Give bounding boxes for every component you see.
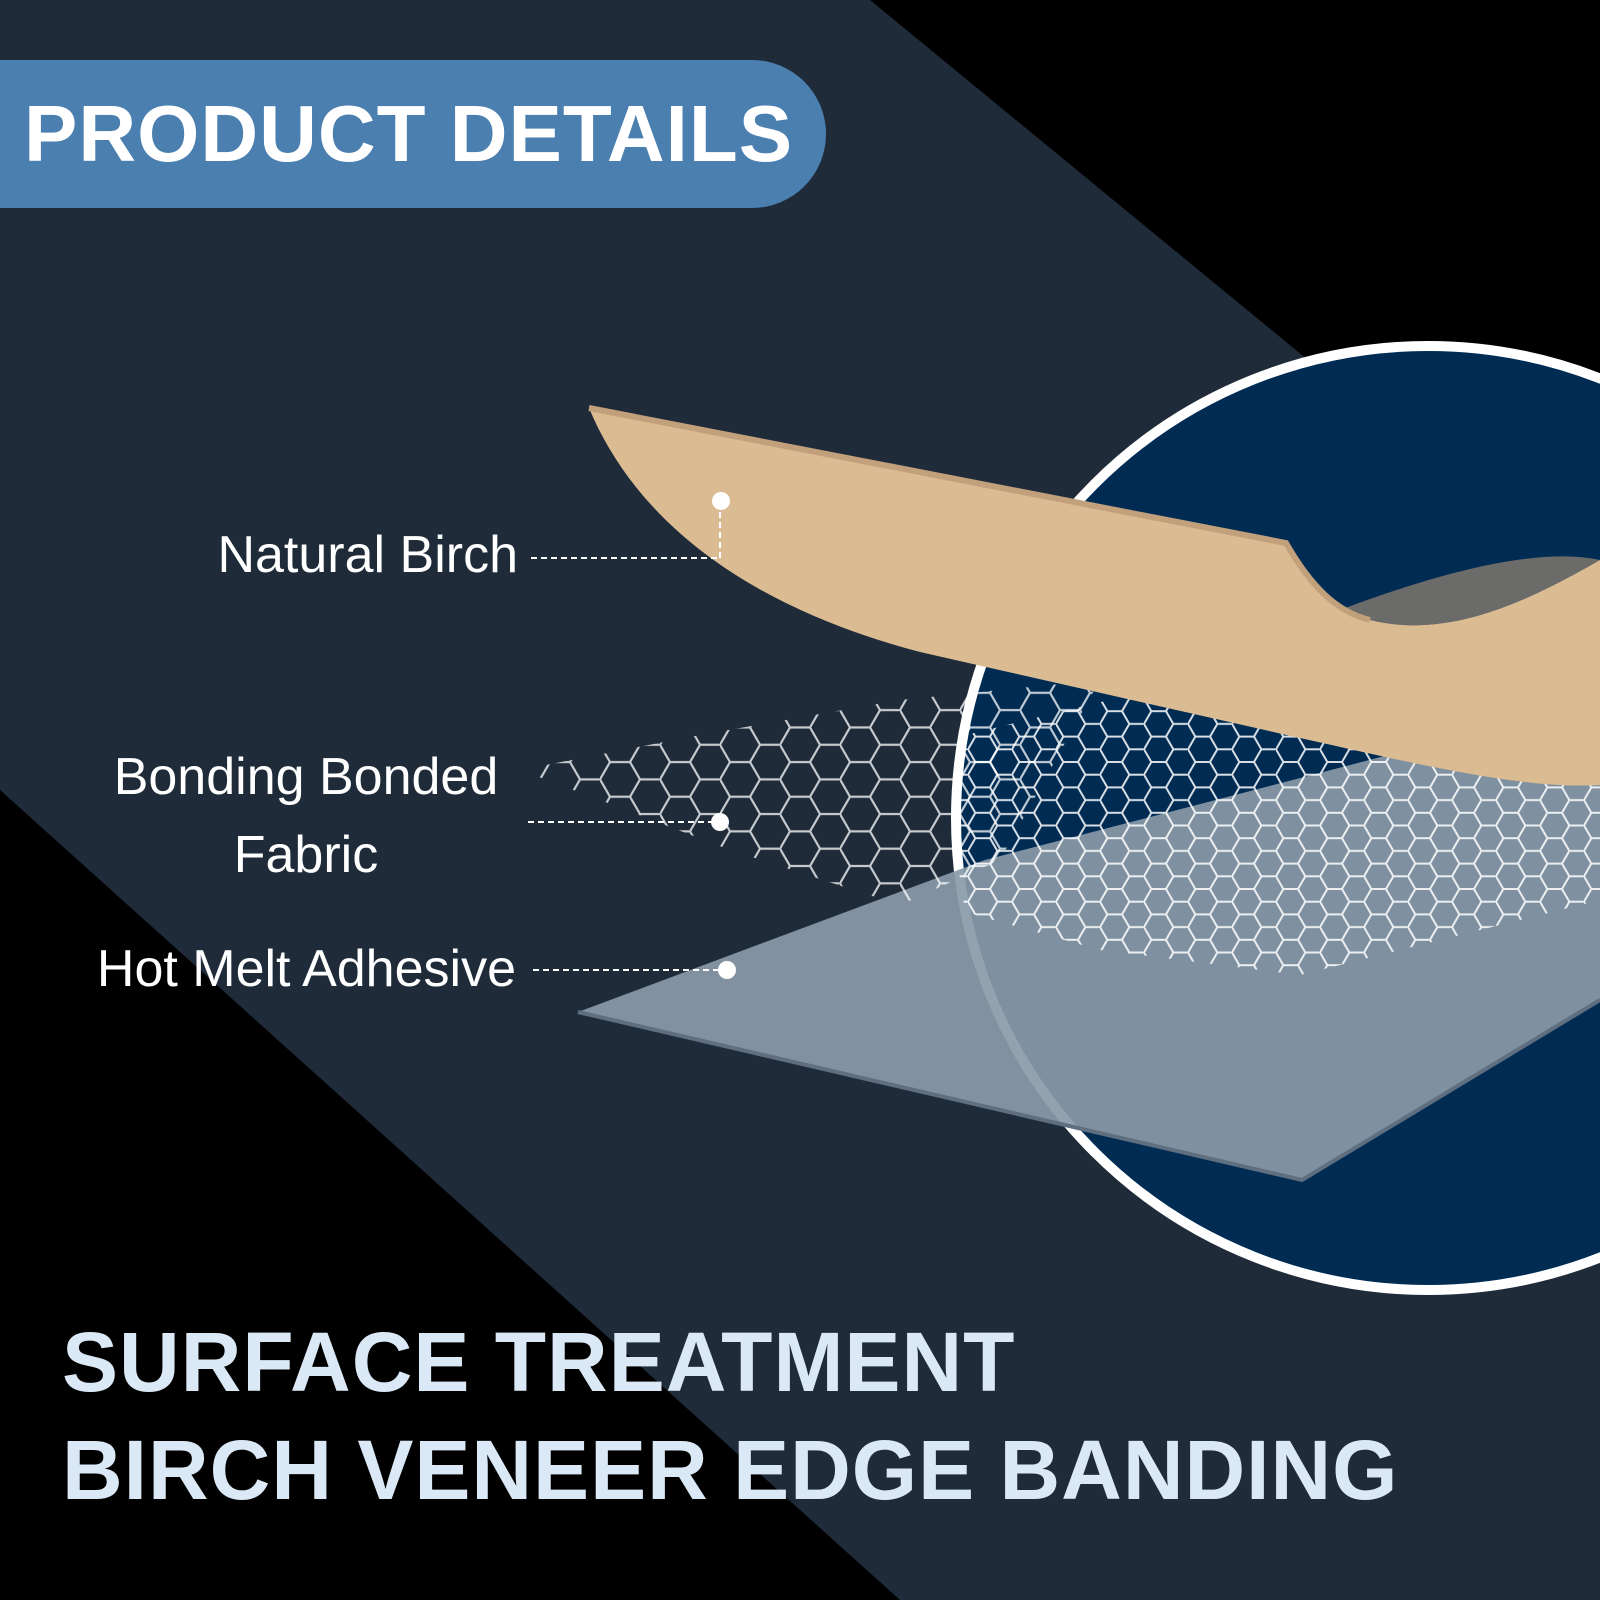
leader-natural-birch (531, 492, 730, 559)
label-hot-melt-adhesive: Hot Melt Adhesive (96, 940, 516, 998)
headline-line-2: BIRCH VENEER EDGE BANDING (62, 1423, 1399, 1517)
bonded-fabric-mesh (520, 680, 1100, 905)
adhesive-edge (577, 998, 1600, 1183)
product-details-banner: PRODUCT DETAILS (0, 60, 826, 208)
leader-hot-melt-adhesive (533, 961, 736, 979)
birch-underside (1286, 543, 1600, 626)
label-bonded-fabric-line-2: Fabric (233, 826, 379, 884)
label-bonded-fabric-line-1: Bonding Bonded (113, 748, 499, 806)
label-natural-birch: Natural Birch (217, 526, 518, 584)
banner-title: PRODUCT DETAILS (24, 89, 794, 178)
leader-bonded-fabric (528, 813, 729, 831)
headline-line-1: SURFACE TREATMENT (62, 1315, 1016, 1409)
natural-birch-layer (589, 408, 1600, 786)
headline: SURFACE TREATMENT BIRCH VENEER EDGE BAND… (62, 1308, 1398, 1524)
label-bonded-fabric: Bonding Bonded Fabric (96, 738, 516, 894)
